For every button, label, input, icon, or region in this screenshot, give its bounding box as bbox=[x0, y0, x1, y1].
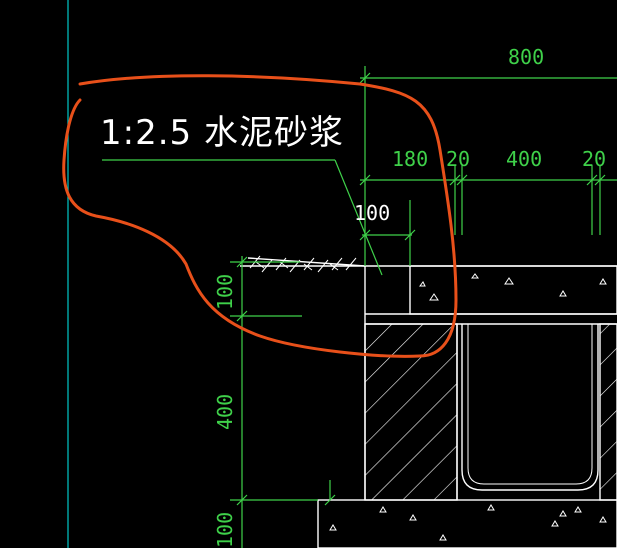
top-slab bbox=[409, 265, 617, 315]
channel bbox=[456, 324, 599, 500]
dim-100-left-top: 100 bbox=[213, 274, 237, 310]
dim-100-offset: 100 bbox=[354, 201, 390, 225]
right-wall bbox=[599, 323, 617, 501]
left-wall bbox=[364, 323, 458, 501]
structure bbox=[240, 257, 617, 548]
markup-circle bbox=[62, 74, 458, 358]
dim-800: 800 bbox=[508, 45, 544, 69]
base-slab bbox=[317, 499, 617, 548]
dim-20-right: 20 bbox=[582, 147, 606, 171]
dim-100-left-bottom: 100 bbox=[213, 512, 237, 548]
mortar-note: 1:2.5 水泥砂浆 bbox=[100, 113, 344, 153]
concrete-marks bbox=[329, 273, 607, 541]
dim-180: 180 bbox=[392, 147, 428, 171]
dim-400-top: 400 bbox=[506, 147, 542, 171]
dim-20-left: 20 bbox=[446, 147, 470, 171]
dimension-lines bbox=[102, 66, 617, 548]
dim-400-left: 400 bbox=[213, 394, 237, 430]
